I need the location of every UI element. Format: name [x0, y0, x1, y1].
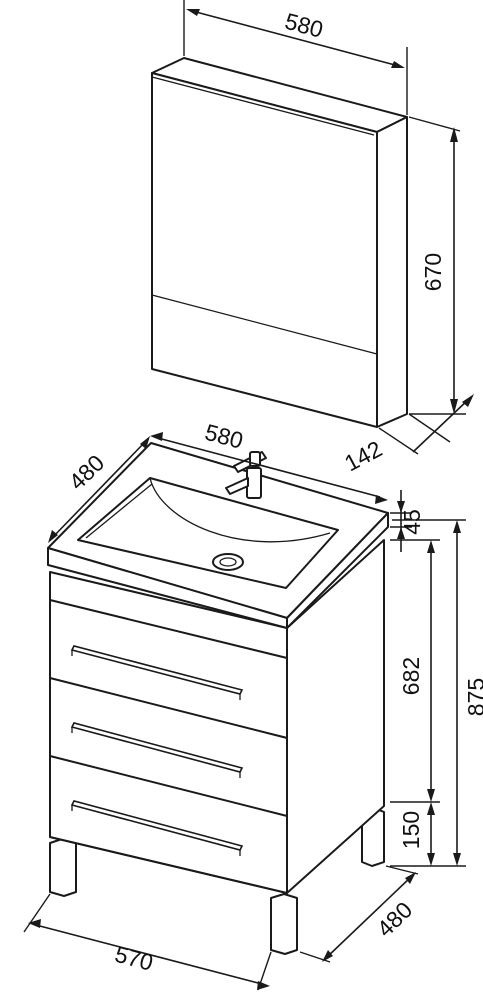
dim-leg-height-label: 150 [398, 811, 424, 849]
cabinet-lower-panel-line [151, 294, 378, 355]
mirror-cabinet [151, 57, 408, 428]
dim-base-depth: 480 [299, 865, 419, 963]
dim-leg-height: 150 [398, 802, 435, 866]
cabinet-front-face [151, 72, 378, 428]
dim-cabinet-height: 670 [408, 116, 466, 415]
drawer-top-handle [70, 645, 244, 695]
dim-basin-thickness-label: 45 [399, 509, 425, 535]
dim-base-width: 570 [23, 893, 272, 991]
dim-body-height: 682 [390, 539, 440, 803]
dim-basin-depth-label: 480 [64, 450, 110, 495]
dim-cabinet-height-label: 670 [420, 253, 446, 291]
basin-bowl-curve [149, 477, 331, 543]
leg-front-left [49, 838, 77, 897]
vanity-unit [47, 442, 389, 955]
dim-base-depth-label: 480 [372, 897, 418, 942]
faucet-icon [225, 451, 267, 499]
dim-base-width-label: 570 [112, 941, 156, 976]
cabinet-side-face [376, 116, 408, 428]
leg-front-right [270, 893, 298, 955]
basin-side-edge [286, 512, 389, 629]
drawer-middle-handle [70, 722, 244, 773]
dim-body-height-label: 682 [398, 657, 424, 695]
drain-icon [212, 553, 244, 571]
drawer-middle [49, 677, 288, 819]
basin-bowl-rim [77, 477, 339, 589]
drawer-bottom [49, 755, 288, 894]
dim-total-height-label: 875 [463, 678, 483, 716]
dim-cabinet-width-label: 580 [282, 8, 326, 43]
drawer-bottom-handle [70, 800, 244, 851]
dim-cabinet-depth-label: 142 [340, 435, 386, 476]
dim-total-height: 875 [390, 519, 483, 867]
dim-basin-thickness: 45 [390, 490, 425, 552]
dim-basin-width-label: 580 [202, 419, 246, 454]
